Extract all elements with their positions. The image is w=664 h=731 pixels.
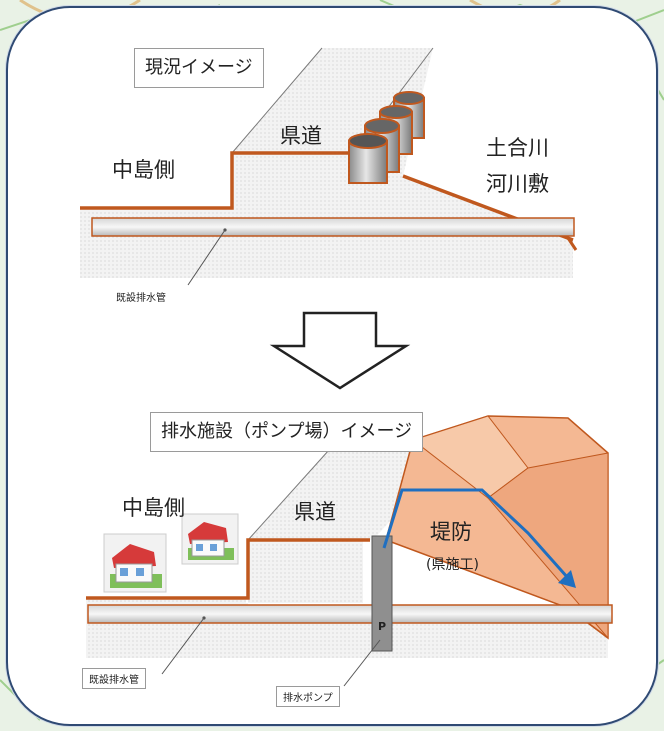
culvert-drums: [348, 91, 425, 184]
illustration-card: 現況イメージ 県道 中島側 土合川 河川敷 既設排水管 排水施設（ポンプ場）イメ…: [6, 6, 658, 726]
current-state-diagram: [80, 47, 613, 687]
house-icon: [103, 533, 167, 593]
flow-arrow-icon: [382, 488, 570, 579]
levee-label: 堤防: [430, 520, 472, 544]
house-icon: [181, 513, 239, 565]
top-nakajima-label: 中島側: [112, 158, 175, 182]
pump-label: 排水ポンプ: [276, 686, 340, 707]
top-drain-pipe: [91, 217, 575, 237]
levee: [385, 415, 609, 640]
down-arrow-icon: [269, 311, 411, 390]
current-state-title: 現況イメージ: [134, 48, 264, 88]
river-label-line1: 土合川: [486, 136, 549, 160]
pump-icon: [371, 535, 393, 652]
bottom-nakajima-label: 中島側: [122, 496, 185, 520]
top-pipe-label: 既設排水管: [116, 293, 166, 304]
pump-letter: P: [378, 620, 387, 633]
bottom-drain-pipe: [87, 604, 613, 624]
river-label-line2: 河川敷: [486, 172, 549, 196]
top-ground: [80, 153, 573, 278]
bottom-ground-line: [86, 538, 370, 600]
levee-note: (県施工): [426, 557, 479, 573]
pump-station-title: 排水施設（ポンプ場）イメージ: [150, 412, 424, 452]
bottom-pipe-label: 既設排水管: [82, 668, 146, 689]
top-road-label: 県道: [280, 124, 322, 148]
bottom-road-label: 県道: [294, 500, 336, 524]
